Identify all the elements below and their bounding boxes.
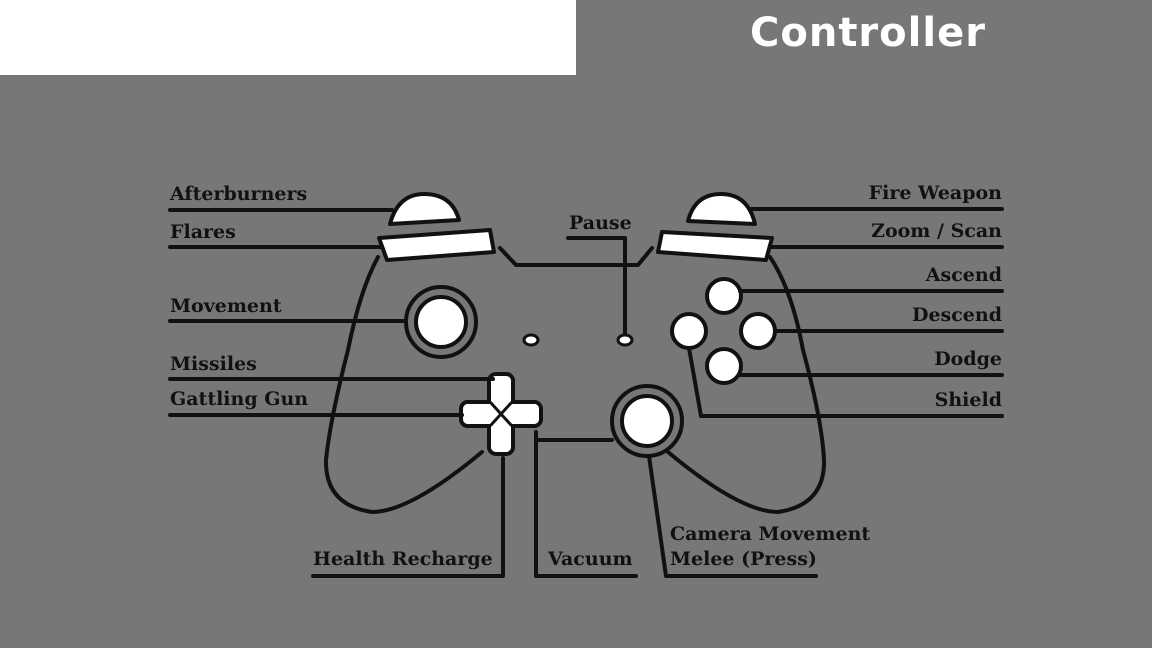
controller-body-top [498, 246, 654, 267]
right-stick [620, 394, 674, 448]
label-camera-movement: Camera Movement [670, 523, 871, 545]
left-bumper [377, 228, 496, 262]
right-trigger [686, 192, 757, 226]
label-fire-weapon: Fire Weapon [868, 182, 1002, 204]
label-descend: Descend [911, 304, 1002, 326]
right-bumper [656, 230, 774, 262]
label-shield: Shield [934, 389, 1002, 411]
page-title: Controller [750, 10, 986, 56]
label-movement: Movement [170, 295, 282, 317]
face-button-right [739, 312, 777, 350]
controller-body-right [666, 255, 827, 514]
face-button-bottom [705, 347, 743, 385]
face-button-top [705, 277, 743, 315]
left-trigger [388, 192, 461, 226]
label-afterburners: Afterburners [170, 183, 308, 205]
top-left-white-panel [0, 0, 576, 75]
label-missiles: Missiles [170, 353, 257, 375]
left-stick [414, 295, 468, 349]
label-pause: Pause [569, 212, 632, 234]
shield-line [687, 346, 1004, 418]
pause-line [566, 236, 627, 335]
label-ascend: Ascend [925, 264, 1002, 286]
label-zoom-scan: Zoom / Scan [871, 220, 1002, 242]
label-dodge: Dodge [934, 348, 1002, 370]
camera-line [647, 454, 818, 578]
vacuum-line [534, 430, 638, 578]
label-health-recharge: Health Recharge [313, 548, 493, 570]
back-button [522, 333, 540, 347]
label-flares: Flares [170, 221, 236, 243]
start-button [616, 333, 634, 347]
label-melee-press: Melee (Press) [670, 548, 817, 570]
label-gattling-gun: Gattling Gun [170, 388, 309, 410]
health-recharge-line [311, 456, 505, 578]
face-button-left [670, 312, 708, 350]
label-vacuum: Vacuum [548, 548, 633, 570]
